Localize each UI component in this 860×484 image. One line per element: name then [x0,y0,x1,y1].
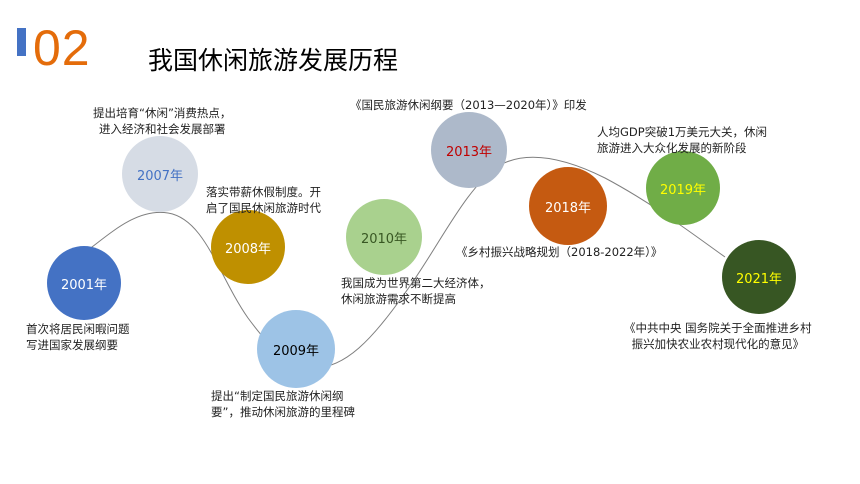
note-line: 人均GDP突破1万美元大关，休闲 [597,125,768,139]
node-2013-year: 2013年 [445,144,493,160]
node-2008: 2008年 [211,210,285,284]
node-2019-year: 2019年 [659,182,707,198]
node-2007: 2007年 [122,136,198,212]
note-2013: 《国民旅游休闲纲要（2013—2020年）》印发 [350,97,587,113]
accent-bar [17,28,26,56]
note-line: 进入经济和社会发展部署 [98,122,226,136]
node-2009-year: 2009年 [272,343,320,359]
note-2009: 提出“制定国民旅游休闲纲 要”，推动休闲旅游的里程碑 [211,388,355,420]
note-2007: 提出培育“休闲”消费热点， 进入经济和社会发展部署 [93,105,231,137]
page-title: 我国休闲旅游发展历程 [148,46,399,75]
node-2010: 2010年 [346,199,422,275]
note-2018: 《乡村振兴战略规划（2018-2022年）》 [456,244,662,260]
timeline-curve-path [87,156,726,369]
note-line: 休闲旅游需求不断提高 [341,292,456,306]
note-2019: 人均GDP突破1万美元大关，休闲 旅游进入大众化发展的新阶段 [597,124,767,156]
note-line: 旅游进入大众化发展的新阶段 [597,141,747,155]
note-line: 启了国民休闲旅游时代 [206,201,321,215]
node-2010-year: 2010年 [360,231,408,247]
note-line: 提出“制定国民旅游休闲纲 [211,389,344,403]
node-2013: 2013年 [431,112,507,188]
note-line: 落实带薪休假制度。开 [206,185,321,199]
node-2008-year: 2008年 [224,241,272,257]
note-2001: 首次将居民闲暇问题 写进国家发展纲要 [26,321,130,353]
note-line: 《中共中央 国务院关于全面推进乡村 [624,321,812,335]
note-2010: 我国成为世界第二大经济体， 休闲旅游需求不断提高 [341,275,491,307]
note-2008: 落实带薪休假制度。开 启了国民休闲旅游时代 [206,184,321,216]
note-line: 要”，推动休闲旅游的里程碑 [211,405,355,419]
note-line: 我国成为世界第二大经济体， [341,276,491,290]
node-2001-year: 2001年 [60,277,108,293]
note-line: 首次将居民闲暇问题 [26,322,130,336]
node-2009: 2009年 [257,310,335,388]
note-line: 提出培育“休闲”消费热点， [93,106,232,120]
note-line: 《国民旅游休闲纲要（2013—2020年）》印发 [350,98,587,112]
node-2018-year: 2018年 [544,200,592,216]
note-line: 振兴加快农业农村现代化的意见》 [631,337,805,351]
node-2021: 2021年 [722,240,796,314]
note-line: 写进国家发展纲要 [26,338,118,352]
node-2018: 2018年 [529,167,607,245]
node-2021-year: 2021年 [735,271,783,287]
note-2021: 《中共中央 国务院关于全面推进乡村 振兴加快农业农村现代化的意见》 [624,320,812,352]
node-2019: 2019年 [646,151,720,225]
node-2007-year: 2007年 [136,168,184,184]
node-2001: 2001年 [47,246,121,320]
section-number: 02 [33,20,91,76]
note-line: 《乡村振兴战略规划（2018-2022年）》 [456,245,663,259]
